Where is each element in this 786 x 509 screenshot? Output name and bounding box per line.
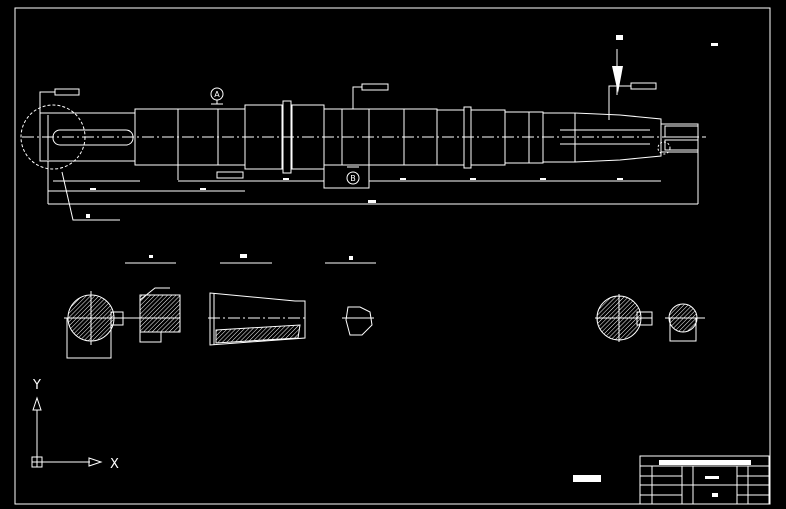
dimensions xyxy=(39,82,699,221)
keyway-slot xyxy=(52,129,134,146)
svg-text:A: A xyxy=(214,90,220,99)
title-block xyxy=(573,455,770,505)
collar xyxy=(282,100,292,174)
ucs-icon: Y X xyxy=(31,378,119,472)
shaft-segment xyxy=(542,112,576,163)
shaft-segment xyxy=(244,104,283,170)
svg-text:B: B xyxy=(350,174,356,183)
y-axis-label: Y xyxy=(32,378,41,393)
detail-circle xyxy=(20,104,86,170)
load-arrow xyxy=(612,35,718,95)
drawing-frame xyxy=(14,7,771,505)
section-views xyxy=(64,254,705,359)
tapered-section xyxy=(209,292,306,346)
x-axis-label: X xyxy=(110,457,119,472)
section-marker-b: B xyxy=(346,166,360,185)
shaft-main-view xyxy=(20,100,706,189)
shaft-end xyxy=(660,123,699,153)
section-marker-a: A xyxy=(210,87,224,105)
